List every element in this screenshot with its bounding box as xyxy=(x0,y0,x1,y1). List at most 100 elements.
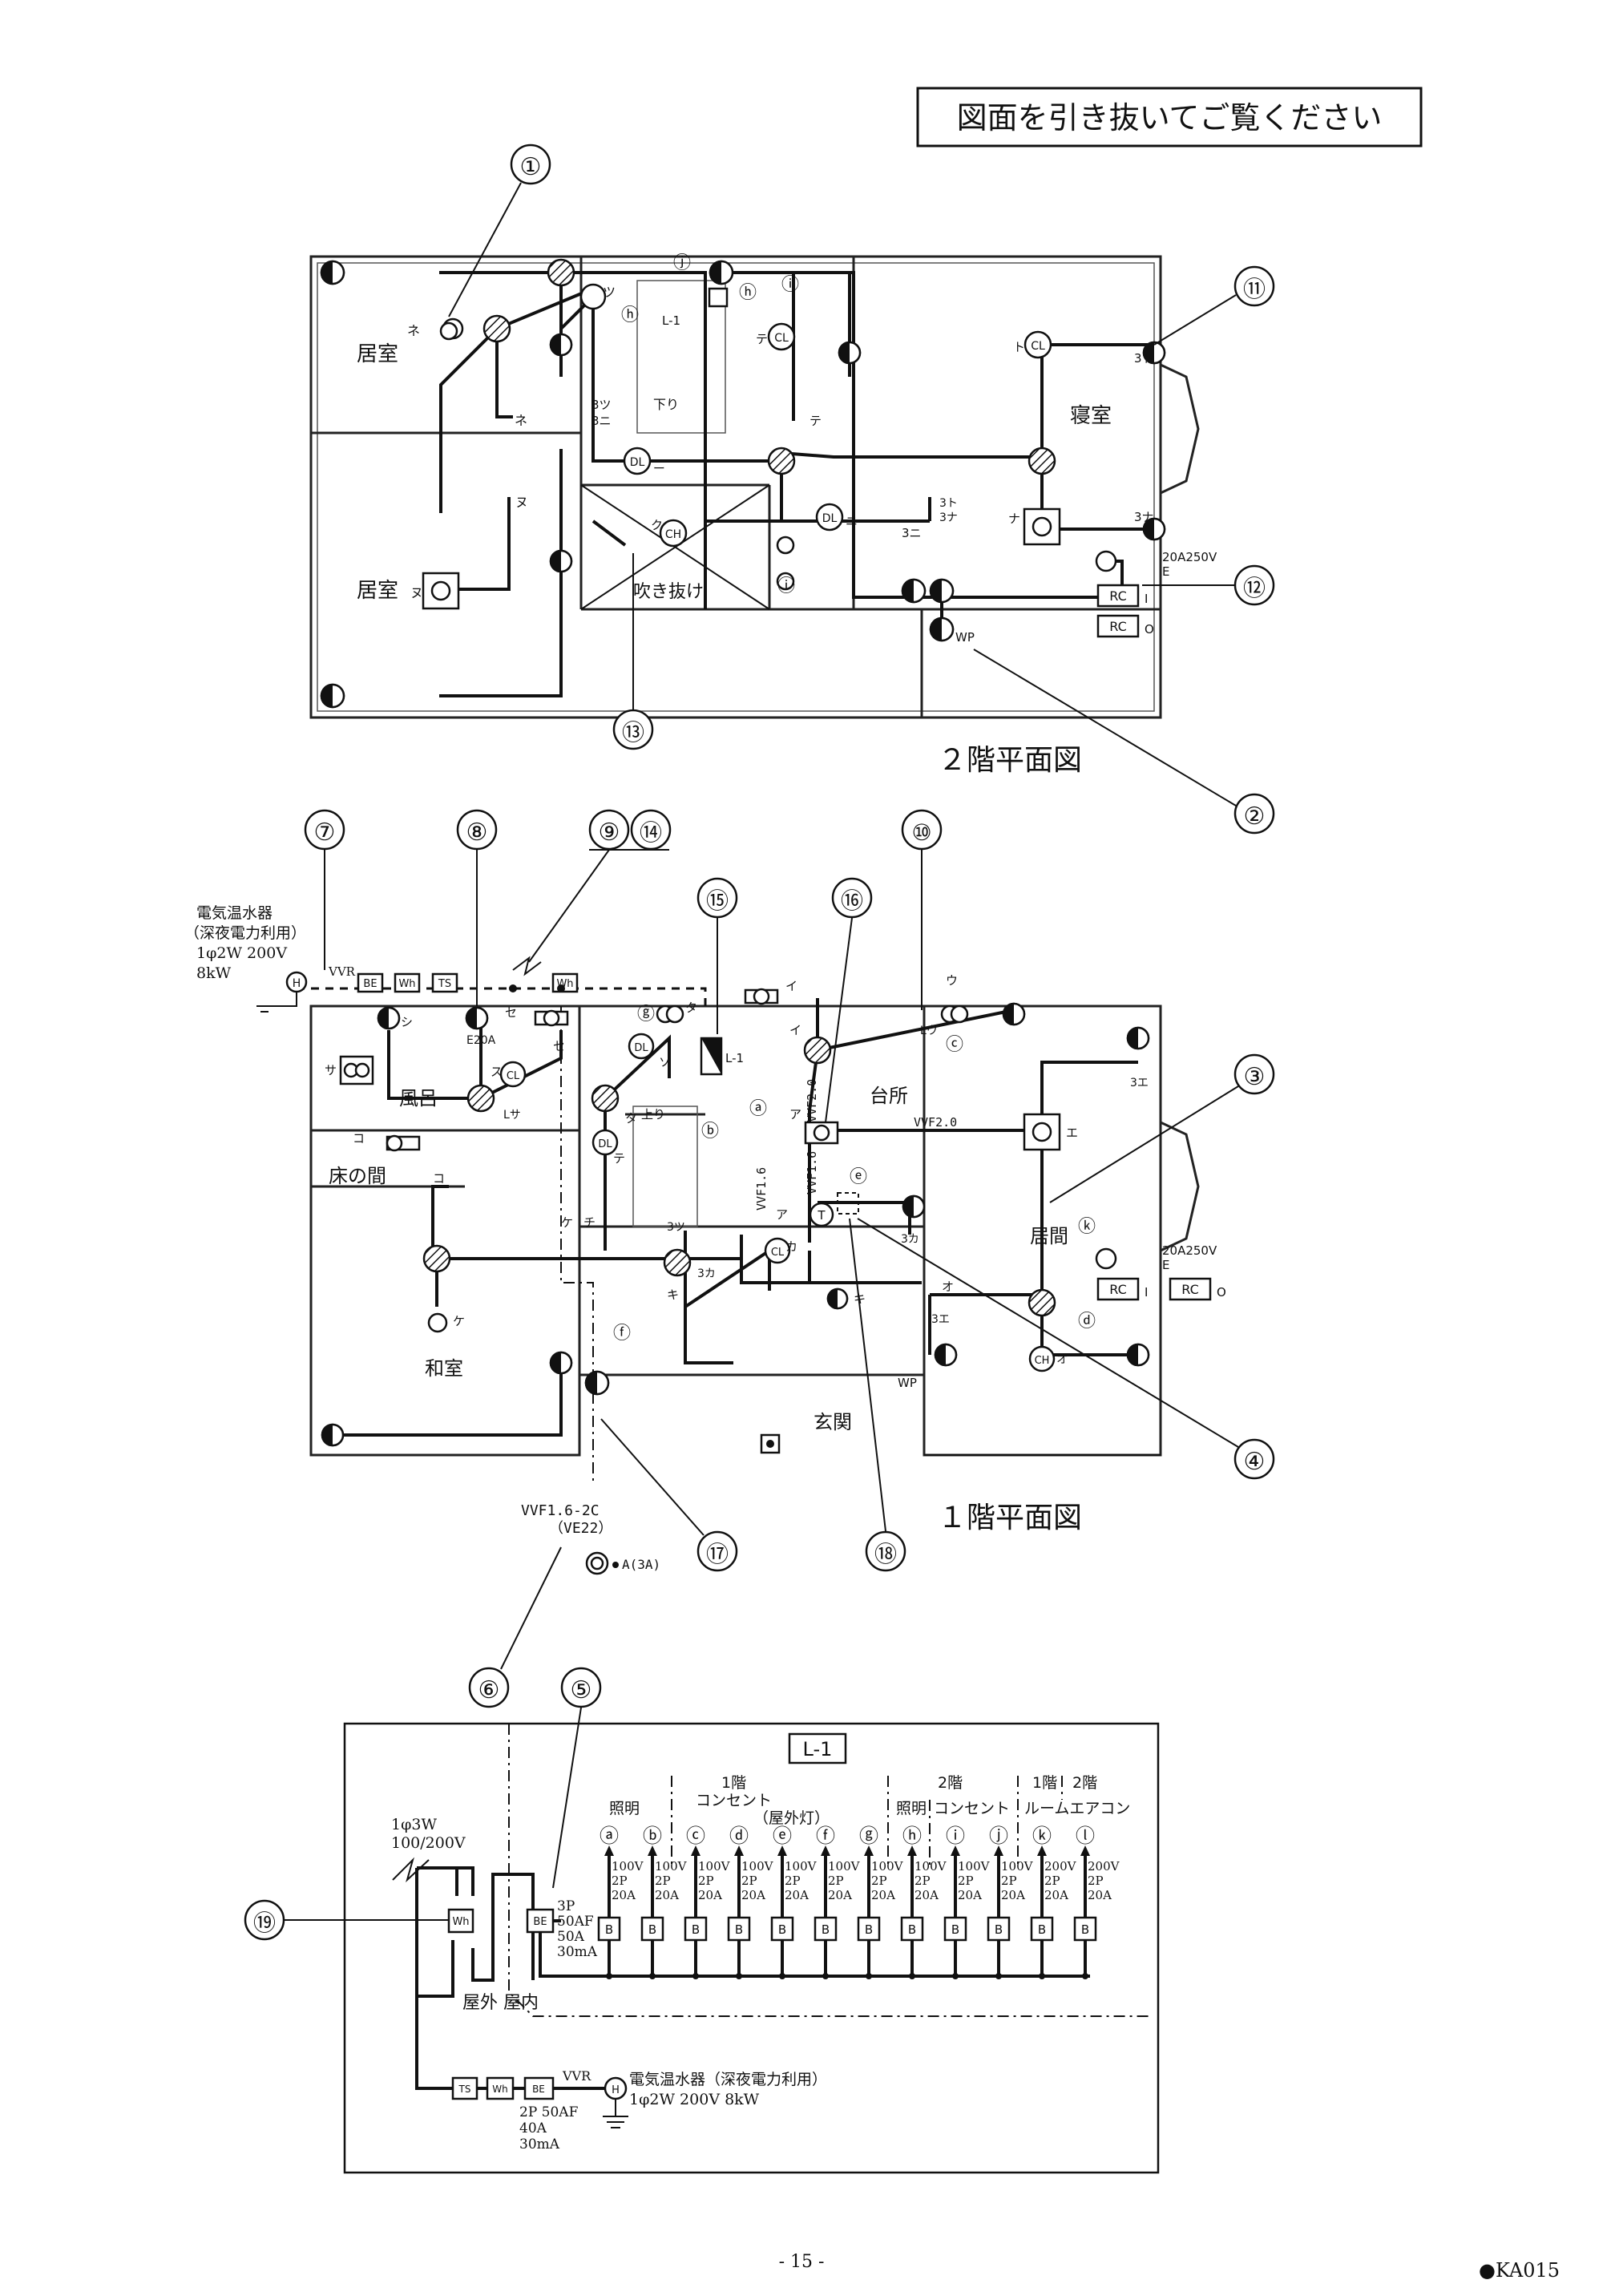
branch-circuit-id: ⓖ xyxy=(859,1825,878,1847)
branch-breaker-label: B xyxy=(692,1922,700,1937)
branch-circuits: Bⓐ100V2P20ABⓑ100V2P20ABⓒ100V2P20ABⓓ100V2… xyxy=(597,1825,1120,1979)
branch-circuit-spec: 100V xyxy=(914,1859,947,1874)
room-entrance: 玄関 xyxy=(814,1411,852,1433)
panel-main-spec1: 3P xyxy=(557,1898,575,1914)
f1-label-ta2: タ xyxy=(625,1111,637,1126)
panel-main-be: BE xyxy=(533,1916,547,1928)
panel-supply-voltage: 100/200V xyxy=(391,1834,466,1852)
svg-text:④: ④ xyxy=(1244,1448,1266,1476)
f1-cl-hall: CL xyxy=(771,1247,785,1259)
f2-label-nu1: ヌ xyxy=(515,495,528,510)
branch-circuit-spec: 20A xyxy=(612,1888,636,1902)
f2-cl-hall: CL xyxy=(774,332,789,345)
svg-text:⑰: ⑰ xyxy=(706,1541,729,1567)
f1-circuit-f: ⓕ xyxy=(613,1324,631,1344)
callout-18: ⑱ xyxy=(849,1218,906,1572)
f1-lamp-a: A(3A) xyxy=(622,1557,660,1572)
heater-wh: Wh xyxy=(492,2084,507,2095)
f1-rc-indoor: RC xyxy=(1109,1282,1127,1297)
branch-circuit-spec: 100V xyxy=(741,1859,774,1874)
f2-circuit-i2: ⓘ xyxy=(777,576,795,596)
branch-circuit-id: ⓗ xyxy=(902,1825,922,1847)
svg-text:⑫: ⑫ xyxy=(1243,575,1266,601)
branch-circuit-spec: 100V xyxy=(785,1859,818,1874)
f2-label-na3: 3ナ xyxy=(939,511,958,524)
f2-dl-2: DL xyxy=(822,512,838,525)
branch-circuit-spec: 20A xyxy=(655,1888,679,1902)
heater-breaker-spec1: 2P 50AF xyxy=(519,2104,579,2120)
f1-circuit-a: ⓐ xyxy=(749,1099,767,1119)
branch-circuit-spec: 20A xyxy=(1088,1888,1112,1902)
f1-ch: CH xyxy=(1035,1355,1050,1367)
callout-1: ① xyxy=(448,144,551,317)
f1-label-ka: カ xyxy=(785,1239,797,1254)
document-code: ●KA015 xyxy=(1479,2259,1560,2282)
f1-circuit-d: ⓓ xyxy=(1078,1312,1096,1332)
f1-dl-1: DL xyxy=(634,1042,648,1054)
f2-label-ni3b: 3ニ xyxy=(902,526,922,540)
f1-label-ka3: 3カ xyxy=(901,1233,919,1246)
callout-4: ④ xyxy=(857,1218,1275,1480)
f2-label-to: ト xyxy=(1013,340,1025,354)
f1-label-e: エ xyxy=(1066,1126,1078,1140)
branch-circuit-spec: 20A xyxy=(958,1888,982,1902)
f2-label-panel: L-1 xyxy=(662,313,680,328)
f2-rc-o: O xyxy=(1145,622,1154,637)
panel-diagram: L-1 1φ3W 100/200V Wh BE 3P 50AF 50A 30mA… xyxy=(343,1722,1160,2174)
branch-circuit-id: ⓓ xyxy=(729,1825,749,1847)
f2-label-ni2: ニ xyxy=(846,514,858,528)
f2-label-ne2: ネ xyxy=(515,413,527,428)
callout-12: ⑫ xyxy=(1142,564,1275,606)
f2-label-to3b: 3ト xyxy=(939,497,958,510)
branch-breaker-label: B xyxy=(648,1922,656,1937)
branch-circuit-spec: 2P xyxy=(1001,1874,1017,1888)
panel-meter-wh: Wh xyxy=(452,1916,469,1928)
f1-label-wp: WP xyxy=(898,1376,917,1390)
callout-11: ⑪ xyxy=(1153,265,1275,346)
branch-breaker-label: B xyxy=(778,1922,786,1937)
callout-13: ⑬ xyxy=(612,553,654,750)
branch-circuit-id: ⓕ xyxy=(816,1825,835,1847)
branch-circuit-spec: 2P xyxy=(1088,1874,1104,1888)
svg-text:⑮: ⑮ xyxy=(706,887,729,914)
f2-label-ni1: ニ xyxy=(653,458,665,472)
f1-label-o1: オ xyxy=(942,1279,954,1294)
page-number: - 15 - xyxy=(779,2252,825,2272)
svg-text:⑦: ⑦ xyxy=(314,819,336,847)
callout-8: ⑧ xyxy=(456,809,498,1006)
heater-vvr: VVR xyxy=(562,2068,591,2084)
svg-text:⑥: ⑥ xyxy=(478,1676,500,1704)
panel-main-spec4: 30mA xyxy=(557,1944,598,1960)
panel-title: L-1 xyxy=(803,1738,833,1760)
room-washitsu: 和室 xyxy=(425,1357,463,1380)
f1-label-ko1: コ xyxy=(353,1131,365,1146)
f1-rc-o: O xyxy=(1217,1285,1226,1300)
f1-vvf20-vertical: VVF2.0 xyxy=(805,1079,819,1122)
branch-circuit-spec: 2P xyxy=(612,1874,628,1888)
f1-rc-outdoor: RC xyxy=(1181,1282,1199,1297)
floor2-title: ２階平面図 xyxy=(938,744,1082,777)
branch-breaker-label: B xyxy=(1081,1922,1089,1937)
svg-text:⑧: ⑧ xyxy=(466,819,488,847)
heater-line2: （深夜電力利用） xyxy=(184,924,306,942)
branch-circuit-spec: 20A xyxy=(871,1888,895,1902)
f1-circuit-g: ⓖ xyxy=(637,1004,655,1025)
f1-label-chi: チ xyxy=(583,1215,596,1230)
branch-circuit-spec: 100V xyxy=(1001,1859,1034,1874)
f1-label-u: ウ xyxy=(946,973,958,988)
branch-circuit-spec: 2P xyxy=(1044,1874,1060,1888)
f2-rc-outdoor: RC xyxy=(1109,619,1127,634)
branch-circuit-id: ⓘ xyxy=(946,1825,965,1847)
panel-label-lighting-1f: 照明 xyxy=(609,1800,640,1817)
f1-label-se1: セ xyxy=(505,1005,517,1020)
panel-heater-label: 電気温水器（深夜電力利用） xyxy=(629,2071,827,2088)
callout-5: ⑤ xyxy=(552,1667,602,1889)
f1-label-ki1: キ xyxy=(667,1287,679,1302)
callout-16: ⑯ xyxy=(825,877,873,1123)
floor1-plan: 風呂 床の間 和室 台所 居間 玄関 上り xyxy=(184,904,1226,1575)
